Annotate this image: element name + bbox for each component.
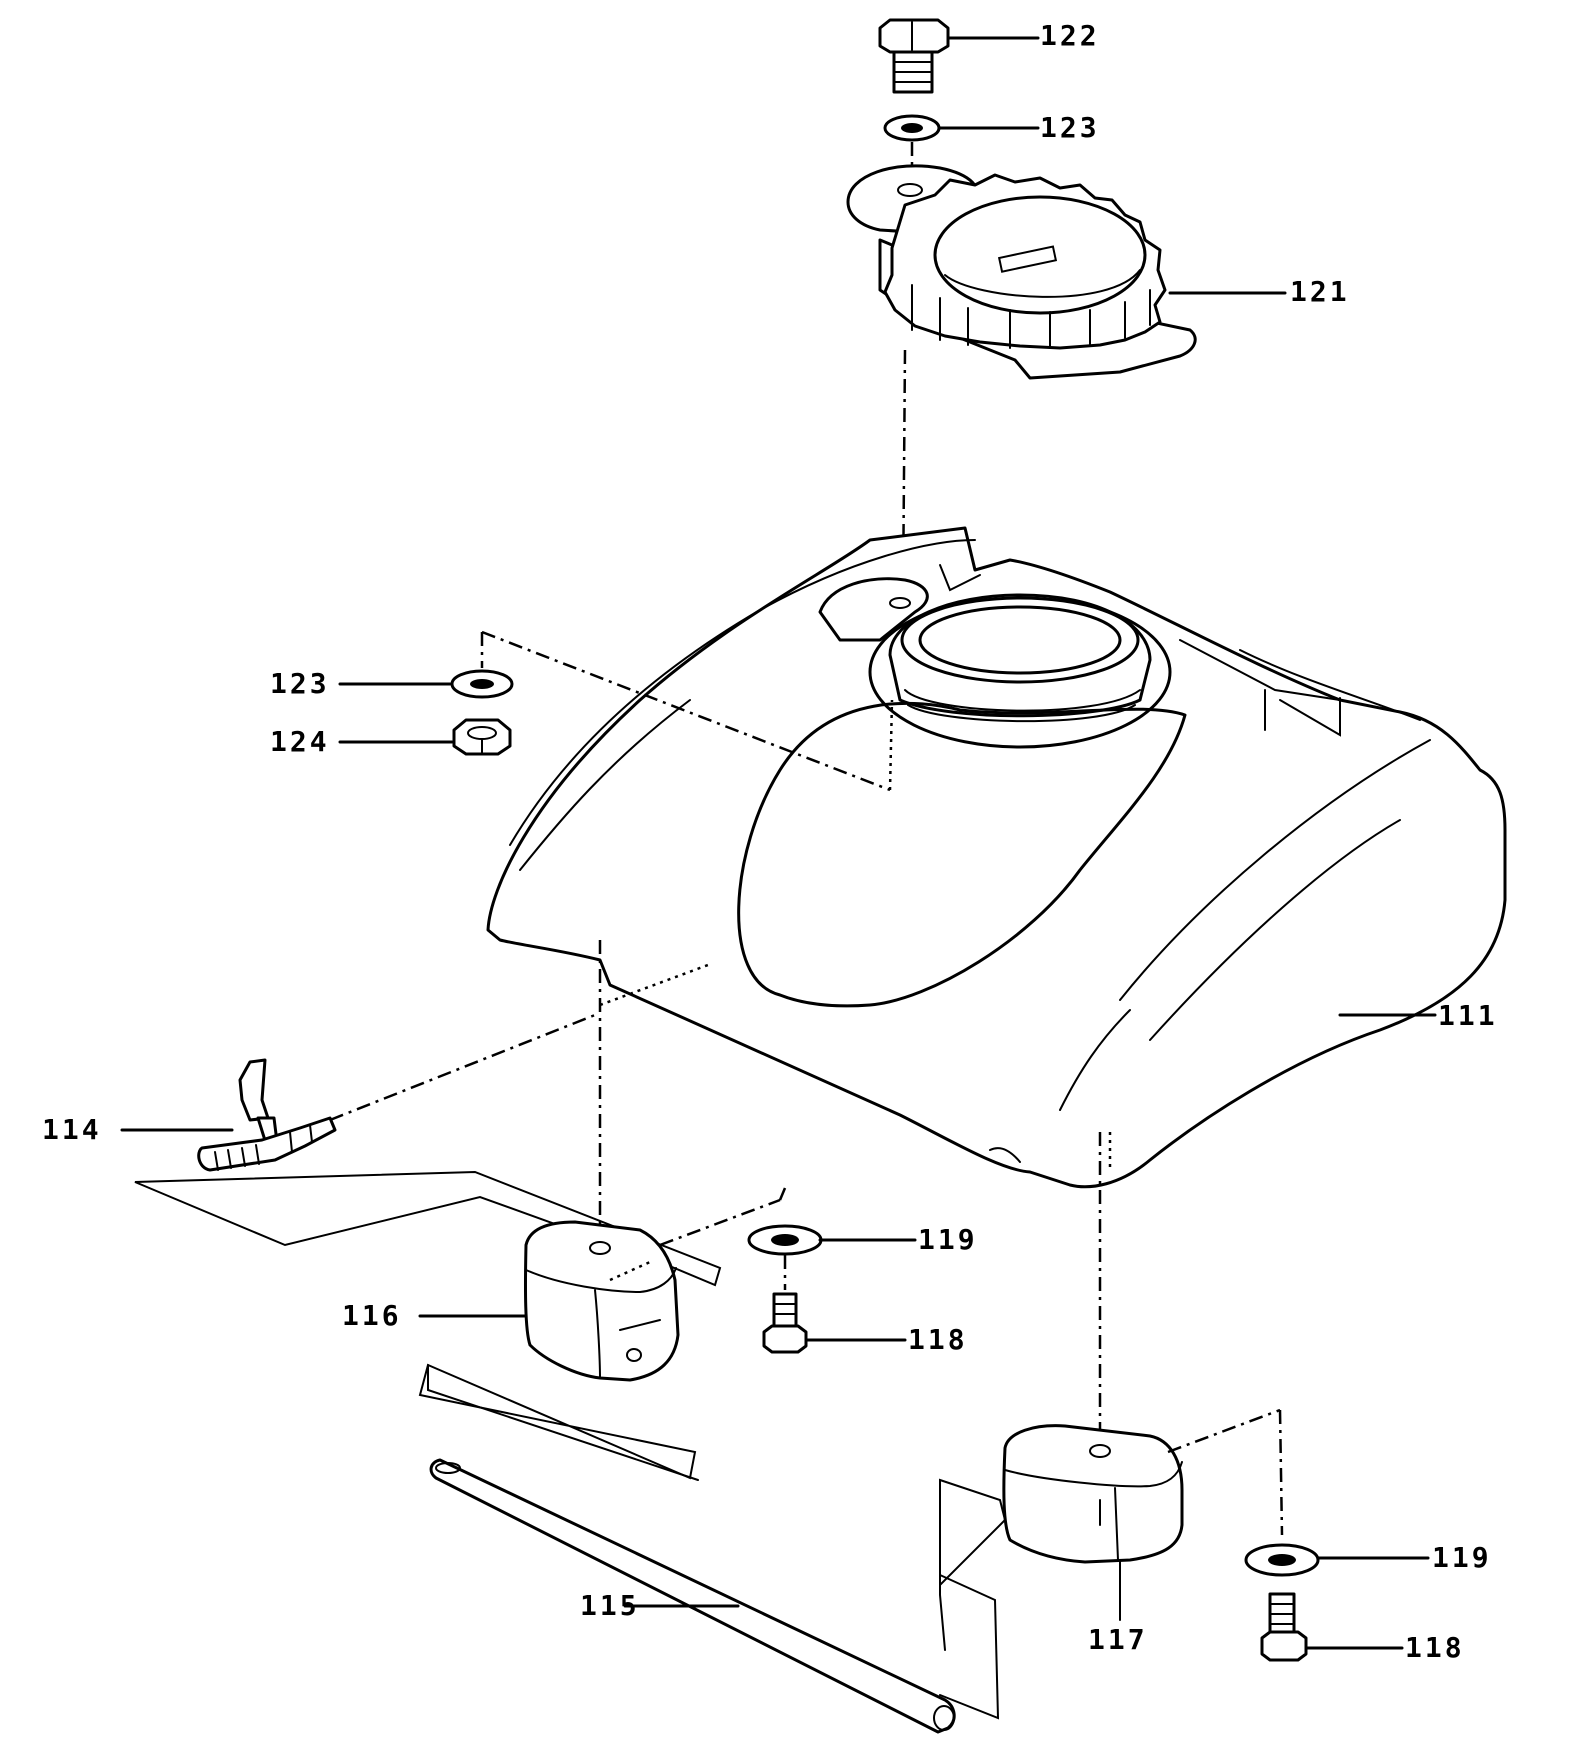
part-117-pad (1002, 1424, 1184, 1564)
callout-115: 115 (580, 1589, 640, 1622)
part-111-tank (486, 526, 1507, 1189)
part-122-bolt (878, 18, 950, 94)
callout-123-upper: 123 (1040, 111, 1100, 144)
part-115-rod (429, 1458, 956, 1734)
callout-118-lower: 118 (1405, 1631, 1465, 1664)
callout-121: 121 (1290, 275, 1350, 308)
callout-124: 124 (270, 725, 330, 758)
callout-114: 114 (42, 1113, 102, 1146)
callout-111: 111 (1438, 999, 1498, 1032)
rod-plane-outline (418, 1363, 697, 1480)
part-118-screw-lower (1260, 1592, 1308, 1662)
part-116-pad (523, 1220, 680, 1382)
part-114-fitting (197, 1058, 337, 1172)
part-121-fuel-cap (846, 164, 1197, 380)
part-119-washer-upper (747, 1224, 823, 1256)
part-123-washer-left (450, 669, 514, 699)
callout-123-left: 123 (270, 667, 330, 700)
part-123-washer-upper (883, 114, 941, 142)
callout-119-upper: 119 (918, 1223, 978, 1256)
callout-122: 122 (1040, 19, 1100, 52)
part-124-nut (452, 718, 512, 756)
part-119-washer-lower (1244, 1543, 1320, 1577)
callout-116: 116 (342, 1299, 402, 1332)
callout-118-upper: 118 (908, 1323, 968, 1356)
part-118-screw-upper (762, 1292, 808, 1354)
callout-119-lower: 119 (1432, 1541, 1492, 1574)
callout-117: 117 (1088, 1623, 1148, 1656)
